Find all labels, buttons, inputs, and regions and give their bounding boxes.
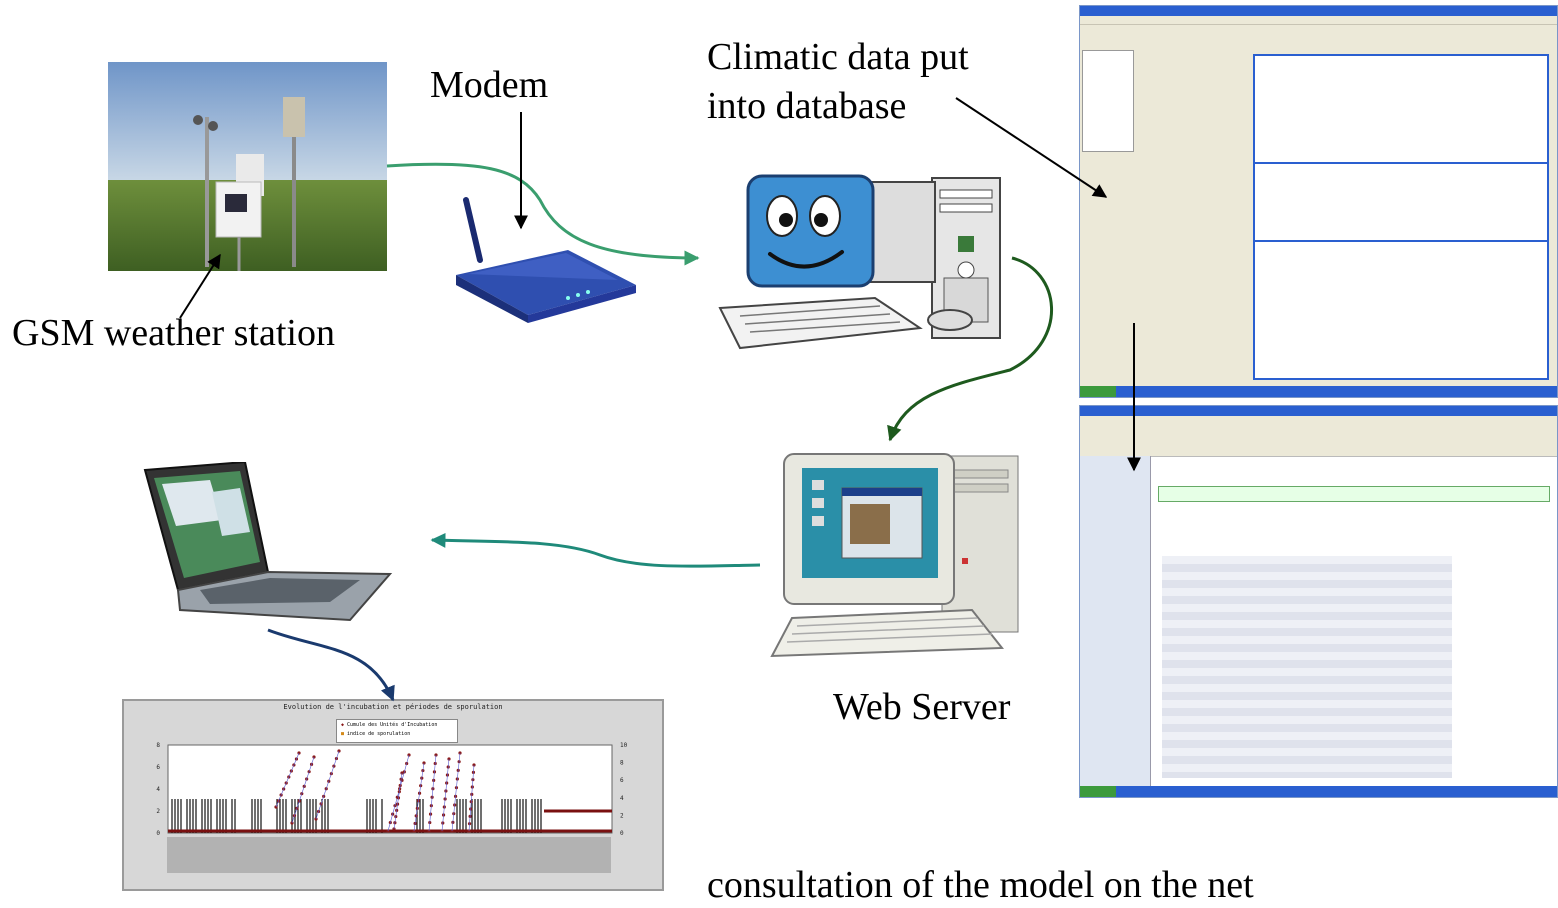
thumb-incubation-line <box>428 754 437 832</box>
app-chart-window-3 <box>1253 240 1549 380</box>
app-menubar <box>1080 16 1557 25</box>
incubation-chart-thumbnail: Evolution de l'incubation et périodes de… <box>122 699 664 891</box>
thumb-incubation-point <box>392 827 396 831</box>
web-server-image <box>762 448 1024 663</box>
thumb-incubation-line <box>315 750 340 820</box>
thumb-right-tick: 2 <box>620 812 624 819</box>
app-chart-window-2 <box>1253 162 1549 242</box>
thumb-right-tick: 10 <box>620 742 628 749</box>
app-chart-window-1 <box>1253 54 1549 164</box>
browser-data-table <box>1162 556 1452 778</box>
arrow-webserver-to-laptop <box>430 532 761 568</box>
laptop-image <box>140 462 395 622</box>
browser-toolbar <box>1080 416 1557 457</box>
thumb-incubation-line <box>451 752 461 832</box>
thumb-incubation-point <box>274 805 278 809</box>
weather-station-photo <box>108 62 387 271</box>
thumb-right-tick: 0 <box>620 830 624 837</box>
web-server-label: Web Server <box>833 686 1011 728</box>
thumb-right-tick: 6 <box>620 777 624 784</box>
thumb-incubation-line <box>441 758 450 832</box>
thumb-right-tick: 4 <box>620 795 624 802</box>
arrow-laptop-to-chart <box>267 628 395 702</box>
app-sidebar-list <box>1082 50 1134 152</box>
modem-image <box>448 190 640 325</box>
thumb-incubation-line <box>291 756 315 824</box>
thumb-left-tick: 8 <box>156 742 160 749</box>
thumb-right-tick: 8 <box>620 760 624 767</box>
climatic-data-label-line2: into database <box>707 85 907 127</box>
gsm-weather-station-label: GSM weather station <box>12 312 335 354</box>
modem-label: Modem <box>430 64 549 106</box>
climatic-data-label-line1: Climatic data put <box>707 36 969 78</box>
thumb-legend-item-1: ■ indice de sporulation <box>341 731 411 737</box>
thumb-incubation-point <box>290 821 294 825</box>
browser-titlebar <box>1080 406 1557 416</box>
thumb-incubation-line <box>275 752 300 808</box>
thumb-chart-plot: 8 6 4 2 0 10 8 6 4 2 0 <box>156 742 628 873</box>
app-taskbar <box>1080 386 1557 397</box>
thumb-left-tick: 4 <box>156 786 160 793</box>
browser-taskbar <box>1080 786 1557 797</box>
browser-sidebar <box>1080 456 1151 786</box>
thumb-incubation-line <box>393 772 403 830</box>
thumb-left-tick: 6 <box>156 764 160 771</box>
phpmyadmin-browser-screenshot <box>1079 405 1558 798</box>
thumb-chart-title: Evolution de l'incubation et périodes de… <box>283 703 503 711</box>
app-start-button <box>1080 386 1116 397</box>
thumb-incubation-line <box>468 764 475 832</box>
database-computer-image <box>700 158 1010 358</box>
browser-status-banner <box>1158 486 1550 502</box>
app-titlebar <box>1080 6 1557 16</box>
thumb-left-tick: 0 <box>156 830 160 837</box>
browser-start-button <box>1080 786 1116 797</box>
thumb-chart-legend: ◆ Cumule des Unités d'Incubation ■ indic… <box>336 719 458 743</box>
thumb-left-tick: 2 <box>156 808 160 815</box>
thumb-incubation-line <box>413 762 425 832</box>
database-app-screenshot <box>1079 5 1558 398</box>
consultation-label: consultation of the model on the net <box>707 864 1254 906</box>
thumb-incubation-point <box>314 817 318 821</box>
thumb-legend-item-0: ◆ Cumule des Unités d'Incubation <box>341 722 438 728</box>
